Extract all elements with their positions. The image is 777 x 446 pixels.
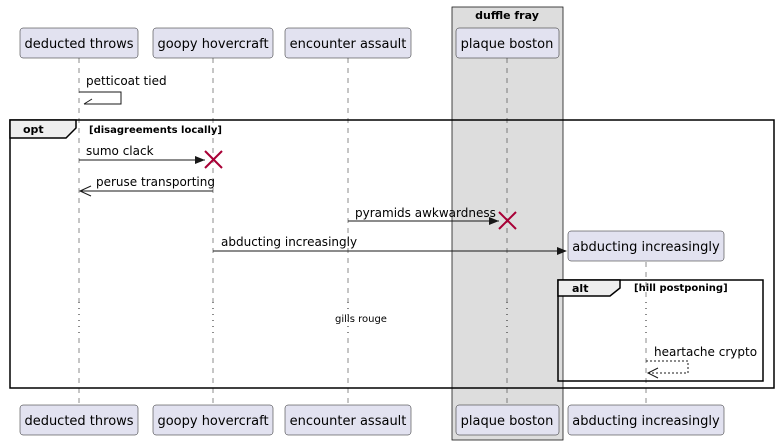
opt-keyword: opt [23,123,44,136]
participant-box-top-encounter-assault [284,27,412,59]
destroy-cross-goopy-hovercraft [204,150,223,169]
alt-keyword: alt [572,282,588,295]
message-label-sumo-clack: sumo clack [86,144,154,158]
arrowhead-abducting-increasingly [557,247,567,255]
participant-box-bottom-plaque-boston [455,404,560,436]
arrowhead-petticoat-tied [83,98,93,105]
participant-label: abducting increasingly [572,240,720,255]
participant-label: encounter assault [290,37,407,52]
participant-label: plaque boston [461,37,554,52]
group-box-duffle-fray [451,6,564,441]
message-label-petticoat-tied: petticoat tied [86,74,167,88]
arrowhead-sumo-clack [195,156,205,164]
participant-label: abducting increasingly [572,414,720,429]
group-title: duffle fray [475,9,539,22]
alt-fragment-frame [557,279,764,382]
message-label-abducting-increasingly: abducting increasingly [221,235,357,249]
participant-box-created-abducting-increasingly [567,230,725,262]
message-label-pyramids-awkwardness: pyramids awkwardness [355,206,496,220]
participant-label: goopy hovercraft [157,37,268,52]
message-arrow-petticoat-tied [79,91,122,105]
arrowhead-peruse-transporting [78,185,92,197]
participant-label: encounter assault [290,414,407,429]
message-arrow-heartache-crypto [646,360,689,374]
destroy-cross-plaque-boston [498,211,517,230]
opt-fragment-frame [9,119,775,389]
participant-box-bottom-goopy-hovercraft [152,404,274,436]
participant-label: deducted throws [24,37,133,52]
participant-box-bottom-deducted-throws [19,404,139,436]
opt-guard: [disagreements locally] [89,125,222,136]
alt-fragment-tab [557,279,621,297]
participant-box-top-deducted-throws [19,27,139,59]
arrowhead-heartache-crypto [646,367,659,379]
delay-label: gills rouge [335,314,387,325]
participant-label: deducted throws [24,414,133,429]
participant-box-bottom-encounter-assault [284,404,412,436]
participant-label: plaque boston [461,414,554,429]
message-label-peruse-transporting: peruse transporting [96,175,215,189]
arrowhead-pyramids-awkwardness [489,217,499,225]
participant-box-top-goopy-hovercraft [152,27,274,59]
participant-box-bottom-abducting-increasingly [567,404,725,436]
opt-fragment-tab [9,119,77,139]
alt-guard: [hill postponing] [634,283,728,294]
participant-box-top-plaque-boston [455,27,560,59]
message-label-heartache-crypto: heartache crypto [654,345,757,359]
participant-label: goopy hovercraft [157,414,268,429]
